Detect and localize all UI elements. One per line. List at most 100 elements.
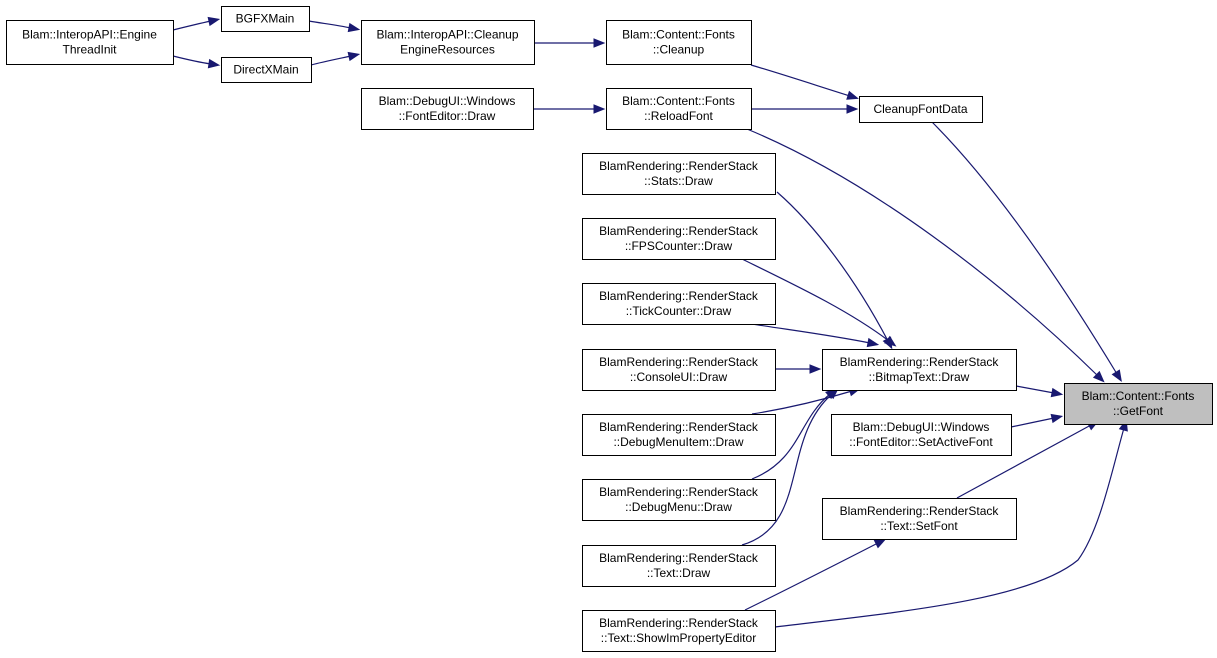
edge-line (172, 55, 212, 65)
edge-cleanup_engine_resources-to-fonts_cleanup (534, 38, 606, 48)
edge-line (308, 20, 352, 29)
node-text-draw[interactable]: BlamRendering::RenderStack::Text::Draw (582, 545, 776, 587)
edge-directxmain-to-cleanup_engine_resources (310, 51, 361, 66)
edge-line (744, 542, 879, 611)
arrowhead-icon (207, 58, 221, 69)
node-label-line: BlamRendering::RenderStack (840, 504, 1000, 518)
node-label-line: BlamRendering::RenderStack (599, 355, 759, 369)
node-label-line: ::Cleanup (653, 43, 705, 57)
edge-fonts_reloadfont-to-fonts_getfont (746, 128, 1105, 383)
edge-line (1015, 385, 1055, 394)
edge-line (751, 390, 853, 415)
edge-line (956, 424, 1092, 499)
node-fpscounter-draw[interactable]: BlamRendering::RenderStack::FPSCounter::… (582, 218, 776, 260)
node-label-line: ::DebugMenu::Draw (625, 500, 732, 514)
node-tickcounter-draw[interactable]: BlamRendering::RenderStack::TickCounter:… (582, 283, 776, 325)
edge-line (741, 258, 890, 342)
node-label-line: BlamRendering::RenderStack (599, 616, 759, 630)
node-bitmaptext-draw[interactable]: BlamRendering::RenderStack::BitmapText::… (822, 349, 1017, 391)
arrowhead-icon (593, 104, 606, 114)
node-label-line: EngineResources (400, 43, 495, 57)
arrowhead-icon (593, 38, 606, 48)
node-label-line: ::Text::Draw (647, 566, 711, 580)
node-fonteditor-setactivefont[interactable]: Blam::DebugUI::Windows::FontEditor::SetA… (831, 414, 1012, 456)
node-label-line: BlamRendering::RenderStack (599, 224, 759, 238)
node-stats-draw[interactable]: BlamRendering::RenderStack::Stats::Draw (582, 153, 776, 195)
node-fonts-cleanup[interactable]: Blam::Content::Fonts::Cleanup (606, 20, 752, 65)
edge-fonts_cleanup-to-cleanupfontdata (750, 64, 859, 100)
node-label-line: BlamRendering::RenderStack (599, 289, 759, 303)
edge-line (746, 128, 1099, 377)
node-box (582, 610, 776, 652)
node-label-line: ::FontEditor::SetActiveFont (849, 435, 993, 449)
arrowhead-icon (846, 104, 859, 114)
edge-fpscounter_draw-to-bitmaptext_draw (741, 258, 897, 347)
node-label-line: Blam::InteropAPI::Cleanup (376, 28, 518, 42)
arrowhead-icon (1050, 387, 1064, 398)
edges-layer (172, 16, 1128, 628)
arrowhead-icon (846, 90, 859, 100)
node-label-line: BlamRendering::RenderStack (599, 551, 759, 565)
node-debugmenu-draw[interactable]: BlamRendering::RenderStack::DebugMenu::D… (582, 479, 776, 521)
arrowhead-icon (873, 538, 887, 549)
node-label-line: ::TickCounter::Draw (626, 304, 732, 318)
edge-line (741, 393, 833, 546)
node-consoleui-draw[interactable]: BlamRendering::RenderStack::ConsoleUI::D… (582, 349, 776, 391)
arrowhead-icon (866, 337, 880, 348)
node-box (221, 6, 310, 32)
node-label-line: Blam::Content::Fonts (622, 28, 735, 42)
node-label-line: BlamRendering::RenderStack (840, 355, 1000, 369)
node-label-line: Blam::Content::Fonts (622, 94, 735, 108)
node-box (606, 20, 752, 65)
node-text-showimpropertyeditor[interactable]: BlamRendering::RenderStack::Text::ShowIm… (582, 610, 776, 652)
node-box (1064, 383, 1213, 425)
node-bgfxmain[interactable]: BGFXMain (221, 6, 310, 32)
node-label-line: DirectXMain (233, 63, 298, 77)
edge-line (751, 393, 831, 480)
node-box (582, 479, 776, 521)
arrowhead-icon (1111, 369, 1122, 382)
node-box (606, 88, 752, 130)
node-label-line: ::FPSCounter::Draw (625, 239, 733, 253)
arrowhead-icon (207, 16, 221, 27)
node-label-line: ::FontEditor::Draw (399, 109, 496, 123)
edge-fonts_reloadfont-to-cleanupfontdata (751, 104, 859, 114)
node-label-line: ::Stats::Draw (644, 174, 713, 188)
node-box (582, 283, 776, 325)
node-box (582, 545, 776, 587)
node-fonts-getfont[interactable]: Blam::Content::Fonts::GetFont (1064, 383, 1213, 425)
edge-line (931, 121, 1118, 375)
edge-line (776, 191, 889, 342)
node-label-line: Blam::DebugUI::Windows (379, 94, 516, 108)
node-directxmain[interactable]: DirectXMain (221, 57, 312, 83)
edge-line (172, 20, 212, 31)
edge-engine_threadinit-to-bgfxmain (172, 16, 221, 31)
node-box (582, 349, 776, 391)
node-text-setfont[interactable]: BlamRendering::RenderStack::Text::SetFon… (822, 498, 1017, 540)
edge-debugmenuitem_draw-to-bitmaptext_draw (751, 387, 861, 415)
node-fonts-reloadfont[interactable]: Blam::Content::Fonts::ReloadFont (606, 88, 752, 130)
node-box (822, 349, 1017, 391)
edge-line (751, 323, 871, 344)
arrowhead-icon (347, 22, 361, 33)
node-fonteditor-draw[interactable]: Blam::DebugUI::Windows::FontEditor::Draw (361, 88, 534, 130)
node-cleanupfontdata[interactable]: CleanupFontData (859, 96, 983, 123)
arrowhead-icon (347, 51, 361, 62)
node-label-line: ::ReloadFont (644, 109, 713, 123)
arrowhead-icon (809, 364, 822, 374)
node-label-line: ::ConsoleUI::Draw (630, 370, 728, 384)
edge-line (1010, 417, 1055, 428)
edge-line (774, 427, 1125, 628)
node-debugmenuitem-draw[interactable]: BlamRendering::RenderStack::DebugMenuIte… (582, 414, 776, 456)
node-label-line: ::BitmapText::Draw (869, 370, 970, 384)
node-box (582, 414, 776, 456)
node-label-line: BGFXMain (236, 12, 295, 26)
node-label-line: Blam::InteropAPI::Engine (22, 28, 157, 42)
edge-fonteditor_setactivefont-to-fonts_getfont (1010, 413, 1064, 428)
edge-line (310, 55, 352, 66)
arrowhead-icon (1092, 370, 1105, 383)
node-box (831, 414, 1012, 456)
